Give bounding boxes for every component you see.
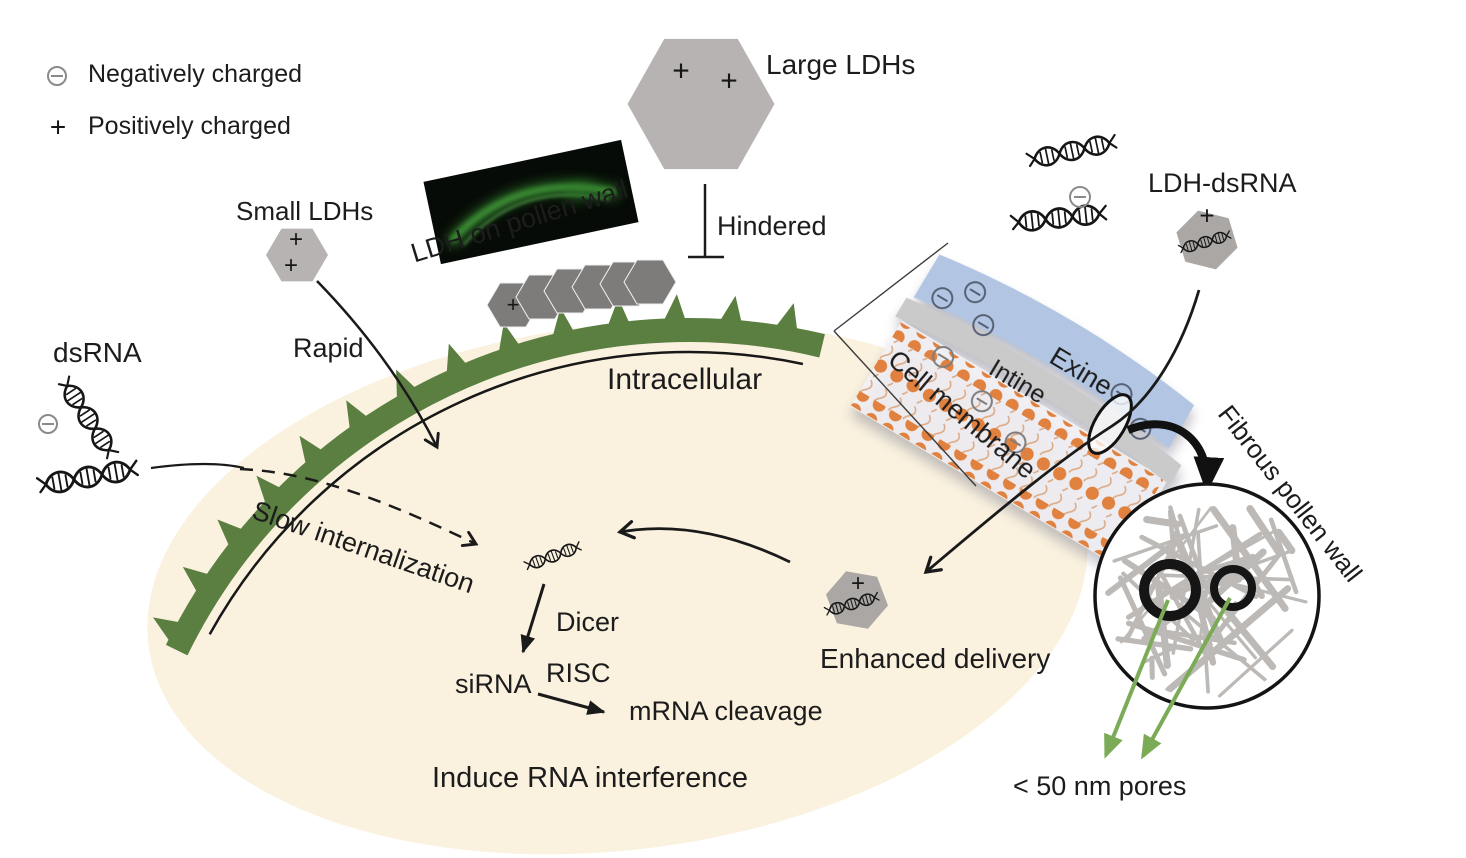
dsrna-helix — [1024, 131, 1120, 171]
fluorescence-glow — [445, 181, 620, 248]
exine-pore-ellipse — [1087, 393, 1133, 455]
ldh-chain-on-wall — [486, 259, 677, 328]
slow-internalization-arrow — [239, 467, 479, 547]
cell-boundary-line — [208, 350, 804, 635]
zoom-to-fibrous-arrow — [1126, 420, 1225, 494]
pore-ring-small — [1210, 565, 1256, 611]
pollen-wall-arc — [152, 294, 825, 656]
rapid-uptake-arrow — [316, 280, 440, 450]
released-dsrna-helix — [522, 539, 584, 573]
ldh-dsrna-delivery-path — [923, 289, 1201, 574]
risc-arrow — [537, 692, 606, 715]
fluorescence-micrograph — [423, 139, 639, 265]
membrane-negative-charges — [932, 346, 1027, 454]
small-ldh-hexagon — [266, 228, 328, 282]
large-ldh-hexagon — [627, 38, 775, 170]
inset-callout-lines — [833, 242, 977, 487]
pore-ring-large — [1139, 559, 1201, 621]
pore-pointer-arrow — [1141, 597, 1232, 760]
pore-pointer-arrow — [1104, 599, 1170, 759]
fibrous-pollen-wall-circle — [1093, 482, 1321, 760]
dsrna-helix — [1009, 202, 1109, 234]
ldh-dsrna-hexagon — [1170, 206, 1244, 274]
pollen-wall-spikes — [152, 294, 798, 645]
dicer-arrow — [520, 583, 546, 654]
delivery-to-dsrna-arrow — [616, 520, 791, 564]
dsrna-approach-line — [150, 462, 245, 470]
dsrna-helix — [54, 374, 122, 462]
hindered-blocked-arrow — [688, 184, 724, 259]
dsrna-helix — [35, 457, 141, 497]
